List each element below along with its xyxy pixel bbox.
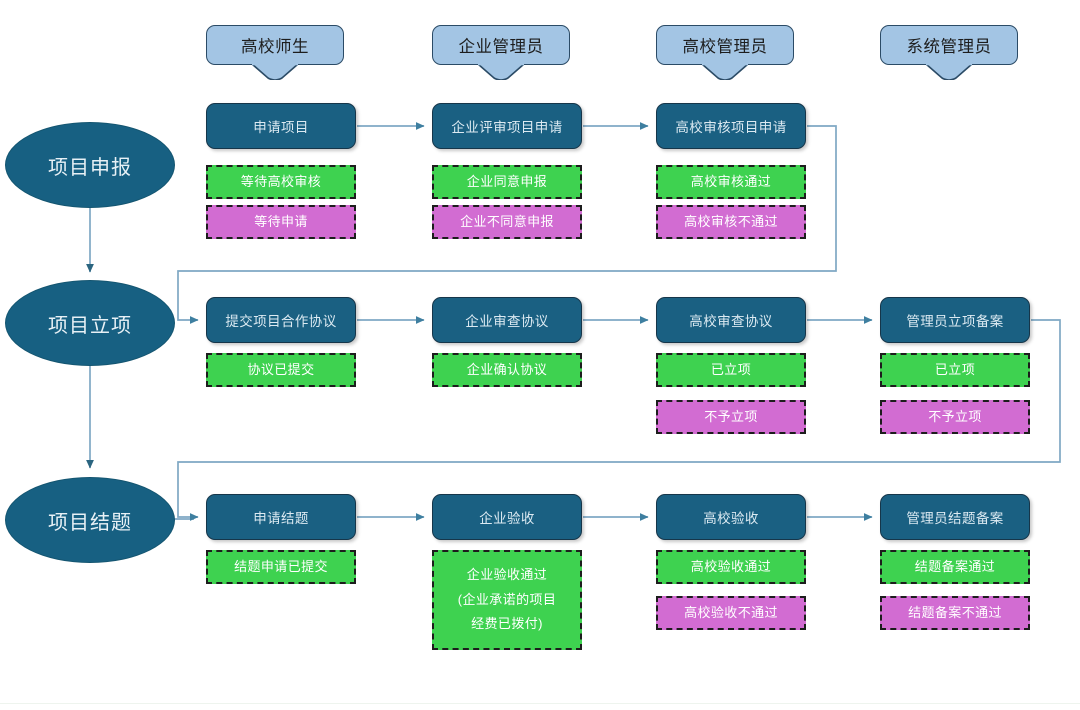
status-chip-pass-r3c3: 结题备案通过: [880, 550, 1030, 584]
process-label: 高校验收: [703, 511, 759, 526]
status-chip-pass-r1c0: 等待高校审核: [206, 165, 356, 199]
status-chip-fail-r2c2: 不予立项: [656, 400, 806, 434]
status-chip-pass-r2c0: 协议已提交: [206, 353, 356, 387]
process-box-r3c1[interactable]: 企业验收: [432, 494, 582, 540]
role-banner-1: 企业管理员: [432, 25, 570, 80]
status-line: 不予立项: [928, 408, 982, 424]
status-chip-pass-r1c2: 高校审核通过: [656, 165, 806, 199]
status-line: 高校审核通过: [690, 173, 772, 189]
status-line: 经费已拨付): [471, 616, 543, 632]
status-chip-fail-r3c2: 高校验收不通过: [656, 596, 806, 630]
status-chip-pass-r3c2: 高校验收通过: [656, 550, 806, 584]
status-line: 结题备案不通过: [908, 604, 1002, 620]
status-chip-fail-r1c0: 等待申请: [206, 205, 356, 239]
phase-label: 项目申报: [48, 156, 132, 179]
process-box-r1c1[interactable]: 企业评审项目申请: [432, 103, 582, 149]
phase-ellipse-0: 项目申报: [5, 122, 175, 208]
status-chip-pass-r1c1: 企业同意申报: [432, 165, 582, 199]
phase-ellipse-1: 项目立项: [5, 280, 175, 366]
process-label: 管理员立项备案: [906, 314, 1004, 329]
process-label: 申请结题: [253, 511, 309, 526]
role-banner-0: 高校师生: [206, 25, 344, 80]
process-box-r2c3[interactable]: 管理员立项备案: [880, 297, 1030, 343]
phase-label: 项目结题: [48, 511, 132, 534]
role-banner-label: 系统管理员: [906, 38, 992, 56]
phase-ellipse-2: 项目结题: [5, 477, 175, 563]
page-bottom-divider: [0, 703, 1080, 704]
role-banner-label: 企业管理员: [458, 38, 544, 56]
status-line: 企业同意申报: [466, 173, 548, 189]
process-label: 企业评审项目申请: [451, 120, 563, 135]
process-box-r1c0[interactable]: 申请项目: [206, 103, 356, 149]
status-line: 企业不同意申报: [460, 213, 554, 229]
status-chip-pass-r2c1: 企业确认协议: [432, 353, 582, 387]
status-line: 已立项: [710, 361, 752, 377]
phase-label: 项目立项: [48, 314, 132, 337]
process-box-r3c3[interactable]: 管理员结题备案: [880, 494, 1030, 540]
status-line: 高校验收通过: [690, 558, 772, 574]
status-chip-fail-r2c3: 不予立项: [880, 400, 1030, 434]
process-box-r2c0[interactable]: 提交项目合作协议: [206, 297, 356, 343]
status-chip-pass-r2c3: 已立项: [880, 353, 1030, 387]
process-label: 企业验收: [479, 511, 535, 526]
status-line: 结题申请已提交: [234, 558, 328, 574]
status-line: 协议已提交: [247, 361, 315, 377]
role-banner-label: 高校师生: [241, 38, 309, 56]
status-line: 结题备案通过: [914, 558, 996, 574]
process-box-r3c0[interactable]: 申请结题: [206, 494, 356, 540]
status-line: 等待高校审核: [240, 173, 322, 189]
status-line: 高校验收不通过: [684, 604, 778, 620]
status-line: 不予立项: [704, 408, 758, 424]
role-banner-2: 高校管理员: [656, 25, 794, 80]
role-banner-3: 系统管理员: [880, 25, 1018, 80]
status-line: 已立项: [934, 361, 976, 377]
status-chip-pass-r3c1: 企业验收通过 (企业承诺的项目 经费已拨付): [432, 550, 582, 650]
process-box-r2c2[interactable]: 高校审查协议: [656, 297, 806, 343]
banner-tail-icon: [926, 64, 972, 80]
banner-tail-icon: [702, 64, 748, 80]
process-label: 管理员结题备案: [906, 511, 1004, 526]
process-label: 企业审查协议: [465, 314, 549, 329]
process-label: 高校审核项目申请: [675, 120, 787, 135]
process-label: 提交项目合作协议: [225, 314, 337, 329]
process-box-r3c2[interactable]: 高校验收: [656, 494, 806, 540]
process-box-r2c1[interactable]: 企业审查协议: [432, 297, 582, 343]
status-line: 等待申请: [254, 213, 308, 229]
status-chip-fail-r1c2: 高校审核不通过: [656, 205, 806, 239]
process-box-r1c2[interactable]: 高校审核项目申请: [656, 103, 806, 149]
process-label: 高校审查协议: [689, 314, 773, 329]
status-chip-fail-r1c1: 企业不同意申报: [432, 205, 582, 239]
status-chip-fail-r3c3: 结题备案不通过: [880, 596, 1030, 630]
status-chip-pass-r2c2: 已立项: [656, 353, 806, 387]
banner-tail-icon: [478, 64, 524, 80]
status-line: 高校审核不通过: [684, 213, 778, 229]
role-banner-label: 高校管理员: [682, 38, 768, 56]
status-line: 企业验收通过: [466, 566, 548, 582]
status-line: 企业确认协议: [466, 361, 548, 377]
status-chip-pass-r3c0: 结题申请已提交: [206, 550, 356, 584]
process-label: 申请项目: [253, 120, 309, 135]
banner-tail-icon: [252, 64, 298, 80]
status-line: (企业承诺的项目: [457, 591, 557, 607]
